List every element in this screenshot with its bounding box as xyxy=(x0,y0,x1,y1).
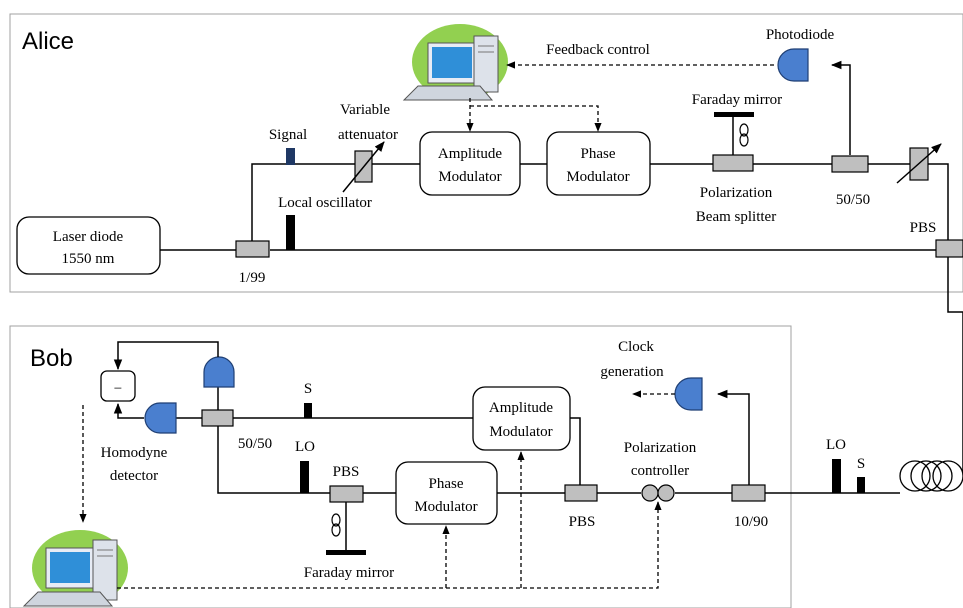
variable-attenuator-label-2: attenuator xyxy=(338,127,398,143)
bob-coupler-10-90-label: 10/90 xyxy=(734,514,768,530)
alice-pbs-label-1: Polarization xyxy=(700,185,773,201)
alice-faraday-mirror xyxy=(714,112,754,117)
bob-photodiode-left-icon xyxy=(144,402,177,434)
alice-panel xyxy=(9,13,963,293)
local-oscillator-pulse xyxy=(286,215,295,250)
variable-attenuator-label-1: Variable xyxy=(340,102,390,118)
bob-phase-modulator-label-2: Modulator xyxy=(414,499,477,515)
bob-computer-icon xyxy=(22,530,128,607)
bob-pbs-right-label: PBS xyxy=(569,514,596,530)
alice-pbs-label-2: Beam splitter xyxy=(696,209,776,225)
alice-phase-modulator-label-2: Modulator xyxy=(566,169,629,185)
coupler-1-99 xyxy=(235,240,270,258)
bob-coupler-50-50 xyxy=(201,409,234,427)
alice-amplitude-modulator xyxy=(419,131,521,196)
polarization-controller-icon xyxy=(641,484,675,502)
clock-generation-label-2: generation xyxy=(600,364,664,380)
channel-lo-pulse xyxy=(832,459,841,493)
laser-diode-label-1: Laser diode xyxy=(53,229,124,245)
alice-pbs-output xyxy=(935,239,963,258)
homodyne-detector-label-1: Homodyne xyxy=(101,445,168,461)
polarization-controller-label-1: Polarization xyxy=(624,440,697,456)
bob-amplitude-modulator-label-2: Modulator xyxy=(489,424,552,440)
bob-coupler-10-90 xyxy=(731,484,766,502)
bob-phase-modulator xyxy=(395,461,498,525)
local-oscillator-label: Local oscillator xyxy=(278,195,372,211)
bob-lo-label: LO xyxy=(295,439,315,455)
signal-label: Signal xyxy=(269,127,307,143)
feedback-control-label: Feedback control xyxy=(546,42,650,58)
subtractor xyxy=(100,370,136,402)
bob-pbs-right xyxy=(564,484,598,502)
bob-faraday-mirror xyxy=(326,550,366,555)
alice-phase-modulator-label-1: Phase xyxy=(581,146,616,162)
bob-amplitude-modulator-label-1: Amplitude xyxy=(489,400,554,416)
fiber-spool-icon xyxy=(899,460,963,492)
alice-polarization-beam-splitter xyxy=(712,154,754,172)
alice-pbs-output-label: PBS xyxy=(910,220,937,236)
laser-diode xyxy=(16,216,161,275)
laser-diode-label-2: 1550 nm xyxy=(62,251,115,267)
alice-amplitude-modulator-label-1: Amplitude xyxy=(438,146,503,162)
homodyne-detector-label-2: detector xyxy=(110,468,158,484)
bob-pbs-left-label: PBS xyxy=(333,464,360,480)
alice-amplitude-modulator-label-2: Modulator xyxy=(438,169,501,185)
alice-phase-modulator xyxy=(546,131,651,196)
bob-photodiode-top-icon xyxy=(203,356,235,388)
alice-coupler-50-50 xyxy=(831,155,869,173)
coupler-1-99-label: 1/99 xyxy=(239,270,266,286)
channel-s-label: S xyxy=(857,456,865,472)
bob-panel xyxy=(9,325,792,608)
bob-s-pulse xyxy=(304,403,312,418)
clock-photodiode-icon xyxy=(674,377,703,411)
clock-generation-label-1: Clock xyxy=(618,339,654,355)
photodiode-icon xyxy=(777,48,809,82)
channel-s-pulse xyxy=(857,477,865,493)
bob-pbs-left xyxy=(329,485,364,503)
signal-pulse xyxy=(286,148,295,165)
subtractor-sign: − xyxy=(114,381,122,397)
alice-faraday-mirror-label: Faraday mirror xyxy=(692,92,782,108)
bob-phase-modulator-label-1: Phase xyxy=(429,476,464,492)
bob-s-label: S xyxy=(304,381,312,397)
photodiode-label: Photodiode xyxy=(766,27,835,43)
alice-computer-icon xyxy=(402,24,508,101)
polarization-controller-label-2: controller xyxy=(631,463,689,479)
alice-coupler-50-50-label: 50/50 xyxy=(836,192,870,208)
bob-faraday-mirror-label: Faraday mirror xyxy=(304,565,394,581)
bob-amplitude-modulator xyxy=(472,386,571,451)
bob-title: Bob xyxy=(30,345,73,372)
channel-lo-label: LO xyxy=(826,437,846,453)
bob-coupler-50-50-label: 50/50 xyxy=(238,436,272,452)
bob-lo-pulse xyxy=(300,461,309,493)
alice-title: Alice xyxy=(22,28,74,55)
